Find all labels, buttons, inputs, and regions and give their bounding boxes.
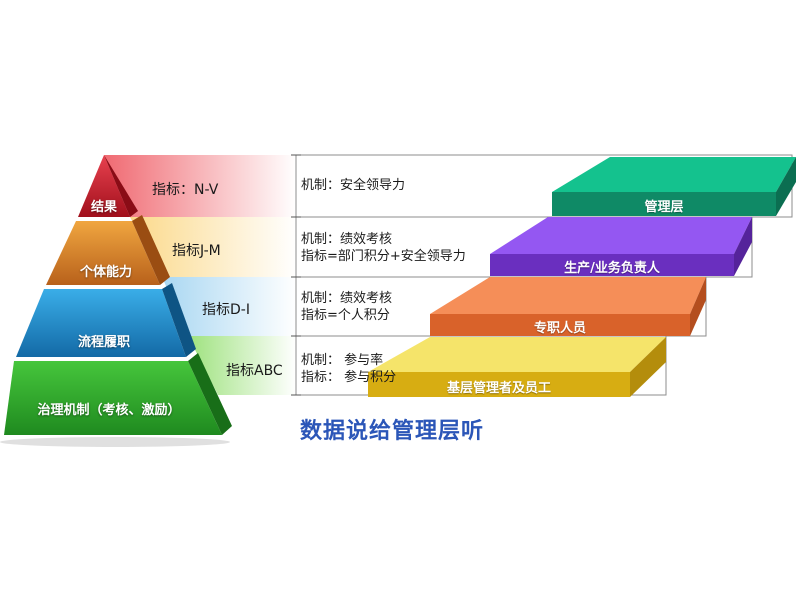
indicator-band-3 xyxy=(162,277,296,336)
pyramid-label-result: 结果 xyxy=(90,200,117,215)
bar-frontline-staff xyxy=(368,337,666,397)
pyramid-level-governance xyxy=(4,361,222,435)
mechanism-3-line2: 指标=个人积分 xyxy=(301,308,390,323)
pyramid-level-result xyxy=(78,155,130,217)
divider-ticks xyxy=(291,154,301,396)
mechanism-2-line1: 机制：绩效考核 xyxy=(301,232,393,247)
caption-title: 数据说给管理层听 xyxy=(300,419,485,444)
mechanism-1-line1: 机制：安全领导力 xyxy=(301,178,406,193)
indicator-label-4: 指标ABC xyxy=(226,363,283,379)
mechanism-text-4: 机制： 参与率 指标： 参与积分 xyxy=(301,352,396,386)
pyramid-level-process xyxy=(16,289,186,357)
pyramid-label-process: 流程履职 xyxy=(77,335,130,350)
mechanism-3-line1: 机制：绩效考核 xyxy=(301,291,393,306)
bar-label-production-lead: 生产/业务负责人 xyxy=(564,261,660,276)
pyramid-side-1 xyxy=(104,155,138,217)
pyramid-side-4 xyxy=(188,353,232,435)
bar-management xyxy=(552,157,796,216)
indicator-band-2 xyxy=(130,217,296,277)
indicator-label-3: 指标D-I xyxy=(202,302,250,318)
indicator-band-1 xyxy=(104,155,296,217)
mechanism-text-3: 机制：绩效考核 指标=个人积分 xyxy=(301,290,392,324)
pyramid-shadow xyxy=(0,437,230,447)
indicator-label-2: 指标J-M xyxy=(172,243,221,259)
mechanism-4-line2: 指标： 参与积分 xyxy=(301,370,397,385)
mechanism-4-line1: 机制： 参与率 xyxy=(301,353,384,368)
pyramid-level-capability xyxy=(46,221,160,285)
bar-label-specialist: 专职人员 xyxy=(533,321,586,336)
bar-label-frontline-staff: 基层管理者及员工 xyxy=(446,381,551,396)
indicator-label-1: 指标：N-V xyxy=(152,182,219,198)
bar-specialist xyxy=(430,277,706,336)
mechanism-text-1: 机制：安全领导力 xyxy=(301,177,405,194)
pyramid-side-2 xyxy=(132,215,170,285)
bar-label-management: 管理层 xyxy=(644,200,684,215)
pyramid-label-governance: 治理机制（考核、激励） xyxy=(37,403,181,418)
mechanism-text-2: 机制：绩效考核 指标=部门积分+安全领导力 xyxy=(301,231,466,265)
pyramid-label-capability: 个体能力 xyxy=(79,265,132,280)
indicator-band-4 xyxy=(188,336,296,395)
mechanism-2-line2: 指标=部门积分+安全领导力 xyxy=(301,249,466,264)
bar-production-lead xyxy=(490,217,752,276)
pyramid-side-3 xyxy=(162,283,196,357)
